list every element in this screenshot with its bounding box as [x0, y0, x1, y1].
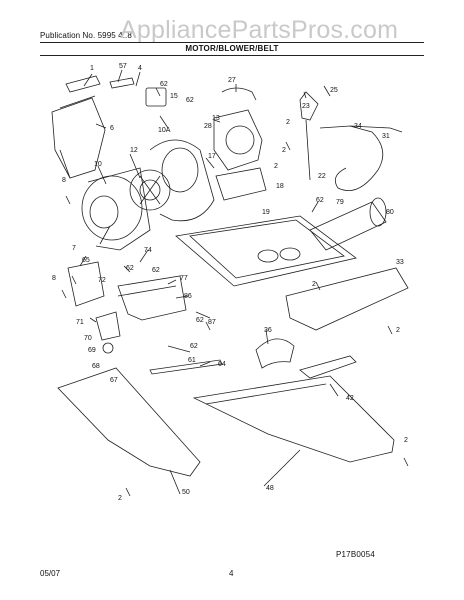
part-label: 1 — [90, 65, 94, 72]
part-label: 2 — [118, 495, 122, 502]
rear-bracket-part — [285, 267, 409, 331]
part-label: 72 — [98, 277, 106, 284]
part-label: 23 — [302, 103, 310, 110]
part-label: 2 — [282, 147, 286, 154]
part-label: 67 — [110, 377, 118, 384]
part-label: 69 — [88, 347, 96, 354]
part-label: 62 — [186, 97, 194, 104]
header-rule-top — [40, 42, 424, 43]
part-label: 48 — [266, 485, 274, 492]
part-label: 2 — [274, 163, 278, 170]
part-label: 42 — [346, 395, 354, 402]
part-label: 62 — [196, 317, 204, 324]
part-label: 10 — [94, 161, 102, 168]
part-label: 2 — [312, 281, 316, 288]
part-label: 50 — [182, 489, 190, 496]
part-label: 79 — [336, 199, 344, 206]
part-label: 80 — [386, 209, 394, 216]
section-title: MOTOR/BLOWER/BELT — [185, 44, 279, 53]
blower-wheel-part — [129, 169, 171, 211]
part-label: 77 — [180, 275, 188, 282]
figure-id: P17B0054 — [336, 550, 375, 559]
watermark-text: AppliancePartsPros.com — [120, 16, 399, 44]
base-pan-part — [175, 215, 357, 287]
footer-date: 05/07 — [40, 569, 61, 578]
part-label: 36 — [264, 327, 272, 334]
terminal-block-part — [299, 91, 319, 121]
header-rule-bottom — [40, 55, 424, 56]
part-label: 27 — [228, 77, 236, 84]
part-label: 57 — [119, 63, 127, 70]
part-label: 22 — [318, 173, 326, 180]
part-label: 8 — [52, 275, 56, 282]
part-label: 86 — [184, 293, 192, 300]
motor-mount-part — [215, 167, 267, 201]
part-label: 64 — [218, 361, 226, 368]
part-label: 17 — [208, 153, 216, 160]
part-label: 28 — [204, 123, 212, 130]
part-label: 62 — [152, 267, 160, 274]
support-bracket-part — [299, 355, 357, 379]
part-label: 62 — [126, 265, 134, 272]
part-label: 10A — [158, 127, 171, 134]
blower-housing-part — [81, 175, 143, 241]
part-label: 65 — [82, 257, 90, 264]
part-label: 61 — [188, 357, 196, 364]
page-number: 4 — [229, 569, 234, 578]
part-label: 13 — [212, 115, 220, 122]
drive-motor-part — [213, 109, 263, 171]
part-label: 2 — [396, 327, 400, 334]
part-label: 33 — [396, 259, 404, 266]
idler-pulley-part — [95, 311, 121, 341]
wire-harness-part — [221, 87, 257, 101]
part-label: 71 — [76, 319, 84, 326]
lint-bracket-part — [65, 75, 101, 93]
part-label: 6 — [110, 125, 114, 132]
pad-part — [255, 338, 295, 369]
part-label: 12 — [130, 147, 138, 154]
part-label: 2 — [286, 119, 290, 126]
power-cord-part — [319, 125, 384, 192]
part-label: 70 — [84, 335, 92, 342]
idler-arm-part — [117, 275, 187, 321]
part-number-labels: 1 57 4 62 15 62 27 25 23 2 34 31 6 13 10… — [52, 63, 408, 502]
part-label: 18 — [276, 183, 284, 190]
blower-housing-rear-part — [149, 139, 215, 222]
bottom-pan-part — [192, 375, 395, 463]
part-label: 7 — [72, 245, 76, 252]
part-label: 2 — [404, 437, 408, 444]
part-label: 31 — [382, 133, 390, 140]
switch-part — [145, 87, 167, 107]
drum-roller-part — [309, 201, 387, 251]
part-label: 34 — [354, 123, 362, 130]
part-label: 19 — [262, 209, 270, 216]
part-label: 87 — [208, 319, 216, 326]
part-label: 62 — [316, 197, 324, 204]
idler-bracket-part — [67, 261, 105, 307]
publication-number: Publication No. 5995 4..8 — [40, 31, 132, 40]
part-label: 15 — [170, 93, 178, 100]
part-label: 4 — [138, 65, 142, 72]
part-label: 25 — [330, 87, 338, 94]
page-header: Publication No. 5995 4..8 ApplianceParts… — [0, 0, 464, 60]
blower-duct-part — [51, 97, 106, 179]
part-label: 68 — [92, 363, 100, 370]
part-label: 8 — [62, 177, 66, 184]
part-label: 74 — [144, 247, 152, 254]
front-panel-part — [57, 367, 201, 477]
shaft-rod-part — [149, 359, 223, 375]
part-label: 62 — [190, 343, 198, 350]
part-label: 62 — [160, 81, 168, 88]
